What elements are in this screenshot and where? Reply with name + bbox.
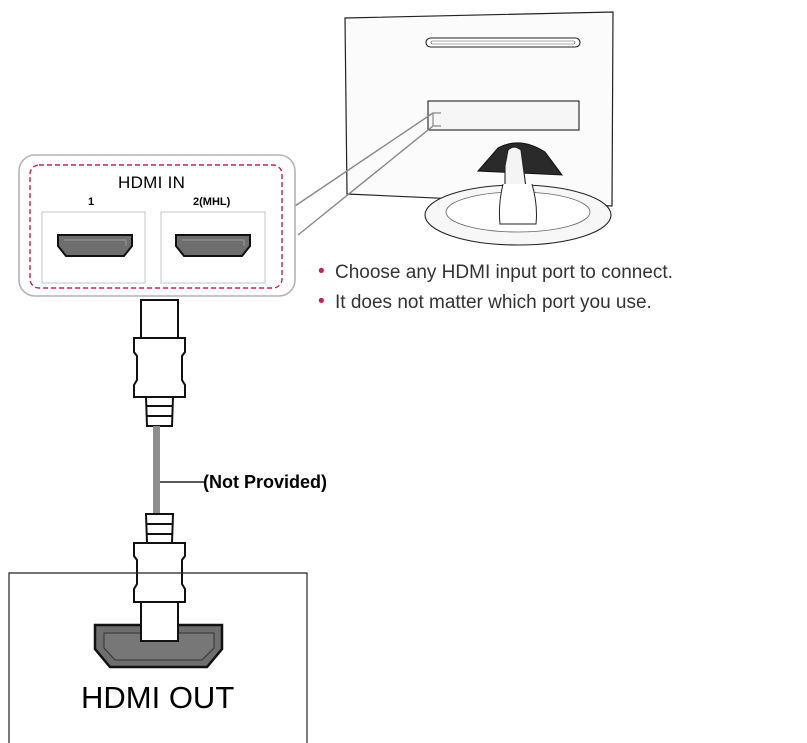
- hdmi-port-1: [41, 211, 146, 284]
- port-1-label: 1: [88, 196, 95, 208]
- hdmi-cable: [133, 299, 205, 642]
- hdmi-port-2-mhl: [160, 211, 266, 284]
- callout-line-top: [291, 112, 434, 209]
- note-item: • Choose any HDMI input port to connect.: [318, 258, 673, 288]
- monitor-illustration: [344, 11, 614, 246]
- cable-not-provided-label: (Not Provided): [203, 472, 327, 492]
- hdmi-in-panel: [18, 154, 296, 297]
- bullet-icon: •: [318, 291, 325, 312]
- note-text: Choose any HDMI input port to connect.: [335, 262, 673, 283]
- hdmi-out-device: [8, 572, 308, 743]
- hdmi-out-title: HDMI OUT: [81, 680, 235, 715]
- port-2-label: 2(MHL): [193, 196, 231, 208]
- callout-line-bottom: [297, 125, 434, 236]
- connection-notes: • Choose any HDMI input port to connect.…: [318, 258, 673, 318]
- note-item: • It does not matter which port you use.: [318, 288, 673, 318]
- note-text: It does not matter which port you use.: [335, 292, 652, 313]
- bullet-icon: •: [318, 261, 325, 282]
- hdmi-in-title: HDMI IN: [118, 173, 186, 192]
